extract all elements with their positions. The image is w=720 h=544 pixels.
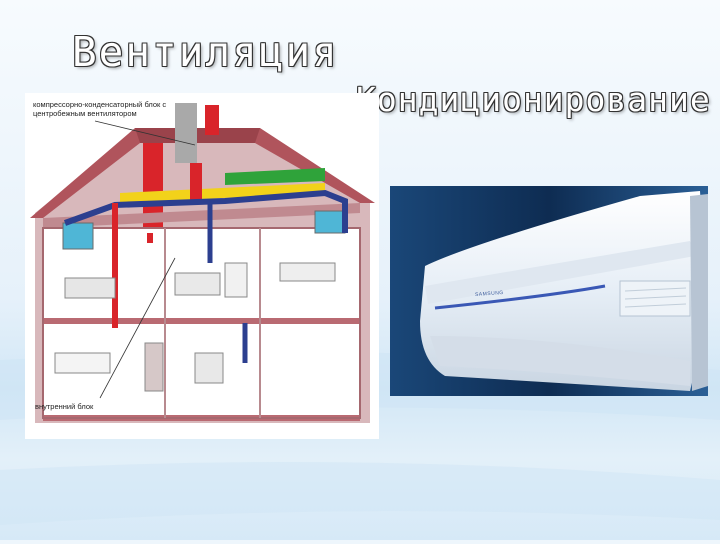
label-outdoor-unit: компрессорно-конденсаторный блок с центр… bbox=[33, 100, 167, 118]
label-indoor-unit: внутренний блок bbox=[35, 402, 94, 411]
slide-title-ventilation: Вентиляция bbox=[72, 28, 339, 76]
slide-title-conditioning: Кондиционирование bbox=[356, 80, 711, 119]
house-ventilation-diagram: компрессорно-конденсаторный блок с центр… bbox=[25, 93, 379, 439]
air-conditioner-photo: SAMSUNG bbox=[390, 186, 708, 396]
